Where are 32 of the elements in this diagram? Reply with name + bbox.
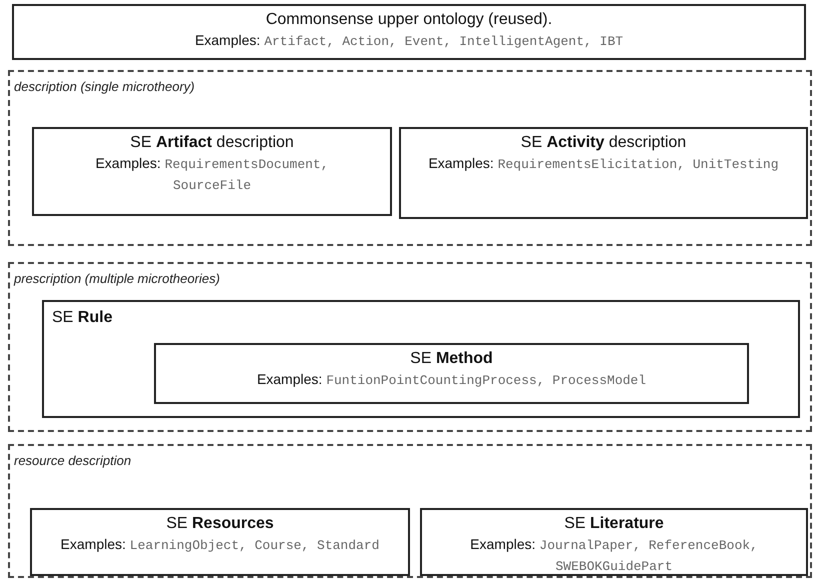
box-heading: SE Rule: [52, 308, 112, 328]
concept-box: [154, 343, 749, 404]
examples-label: Examples:: [194, 32, 262, 48]
box-heading: SE Method: [410, 349, 493, 369]
dashed-layer-band: [8, 70, 812, 246]
dashed-layer-band: [8, 444, 812, 578]
concept-box: [30, 508, 410, 576]
example-terms: RequirementsDocument, SourceFile: [164, 157, 329, 193]
box-heading: SE Literature: [564, 514, 664, 534]
concept-box: [399, 127, 808, 219]
examples-label: Examples:: [60, 536, 127, 552]
examples-label: Examples:: [428, 155, 495, 171]
concept-box: [42, 300, 800, 418]
examples-label: Examples:: [470, 536, 537, 552]
example-terms: Artifact, Action, Event, IntelligentAgent, IBT: [264, 34, 624, 49]
layer-label: resource description: [14, 452, 132, 470]
example-terms: FuntionPointCountingProcess, ProcessModel: [326, 373, 646, 388]
box-heading: SE Artifact description: [130, 133, 294, 153]
example-terms: RequirementsElicitation, UnitTesting: [498, 157, 779, 172]
concept-box: [12, 4, 806, 60]
box-heading: Commonsense upper ontology (reused).: [266, 10, 552, 30]
box-heading: SE Resources: [166, 514, 274, 534]
dashed-layer-band: [8, 262, 812, 432]
examples-label: Examples:: [95, 155, 162, 171]
concept-box: [420, 508, 808, 576]
example-terms: LearningObject, Course, Standard: [130, 538, 380, 553]
concept-box: [32, 127, 392, 216]
example-terms: JournalPaper, ReferenceBook, SWEBOKGuidePart: [539, 538, 758, 574]
examples-label: Examples:: [256, 371, 324, 387]
layer-label: prescription (multiple microtheories): [14, 270, 220, 288]
box-heading: SE Activity description: [520, 133, 686, 153]
layer-label: description (single microtheory): [14, 78, 195, 96]
